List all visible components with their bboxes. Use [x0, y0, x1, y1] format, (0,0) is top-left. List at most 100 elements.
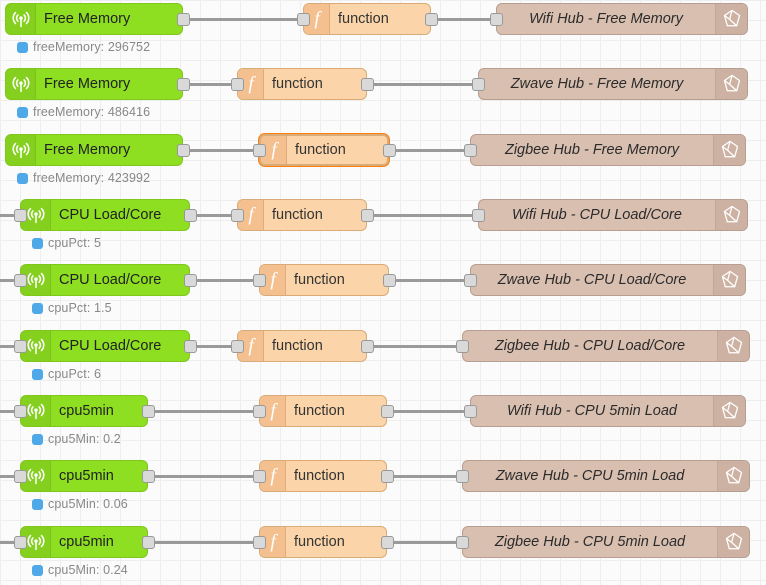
function-input-port[interactable]: [253, 536, 266, 549]
node-output-port[interactable]: [184, 209, 197, 222]
sink-input-port[interactable]: [464, 274, 477, 287]
function-input-port[interactable]: [297, 13, 310, 26]
node-status: freeMemory: 486416: [17, 105, 150, 119]
wire-source-to-function[interactable]: [190, 345, 237, 348]
function-output-port[interactable]: [383, 144, 396, 157]
node-input-port[interactable]: [14, 209, 27, 222]
svg-text:f: f: [271, 140, 279, 161]
function-input-port[interactable]: [253, 144, 266, 157]
wire-source-to-function[interactable]: [148, 541, 259, 544]
source-node[interactable]: CPU Load/Core: [20, 264, 190, 296]
wire-source-to-function[interactable]: [148, 475, 259, 478]
sink-node[interactable]: Wifi Hub - Free Memory: [496, 3, 748, 35]
node-input-port[interactable]: [14, 274, 27, 287]
source-node[interactable]: Free Memory: [5, 3, 183, 35]
source-node[interactable]: CPU Load/Core: [20, 330, 190, 362]
node-output-port[interactable]: [177, 78, 190, 91]
sink-node[interactable]: Zigbee Hub - CPU Load/Core: [462, 330, 750, 362]
function-output-port[interactable]: [361, 340, 374, 353]
source-node[interactable]: Free Memory: [5, 68, 183, 100]
node-input-port[interactable]: [14, 536, 27, 549]
function-output-port[interactable]: [381, 536, 394, 549]
wire-incoming[interactable]: [0, 345, 20, 348]
function-input-port[interactable]: [231, 78, 244, 91]
sink-node[interactable]: Zwave Hub - Free Memory: [478, 68, 748, 100]
sink-node[interactable]: Wifi Hub - CPU Load/Core: [478, 199, 748, 231]
status-dot-icon: [17, 172, 28, 184]
wire-function-to-sink[interactable]: [367, 83, 478, 86]
sink-input-port[interactable]: [490, 13, 503, 26]
function-node-label: function: [294, 468, 345, 484]
node-output-port[interactable]: [184, 274, 197, 287]
source-node[interactable]: Free Memory: [5, 134, 183, 166]
wire-source-to-function[interactable]: [183, 18, 303, 21]
wire-incoming[interactable]: [0, 541, 20, 544]
sink-node[interactable]: Zwave Hub - CPU Load/Core: [470, 264, 746, 296]
wire-function-to-sink[interactable]: [367, 214, 478, 217]
wire-function-to-sink[interactable]: [387, 410, 470, 413]
polygon-sphere-icon: [713, 265, 745, 295]
wire-incoming[interactable]: [0, 410, 20, 413]
source-node[interactable]: cpu5min: [20, 460, 148, 492]
function-output-port[interactable]: [383, 274, 396, 287]
wire-source-to-function[interactable]: [183, 149, 259, 152]
node-output-port[interactable]: [142, 405, 155, 418]
sink-node[interactable]: Zigbee Hub - CPU 5min Load: [462, 526, 750, 558]
wire-incoming[interactable]: [0, 214, 20, 217]
wire-function-to-sink[interactable]: [387, 475, 462, 478]
sink-input-port[interactable]: [464, 405, 477, 418]
node-input-port[interactable]: [14, 340, 27, 353]
node-output-port[interactable]: [177, 144, 190, 157]
wire-incoming[interactable]: [0, 475, 20, 478]
wire-source-to-function[interactable]: [148, 410, 259, 413]
node-input-port[interactable]: [14, 470, 27, 483]
sink-node[interactable]: Zwave Hub - CPU 5min Load: [462, 460, 750, 492]
node-input-port[interactable]: [14, 405, 27, 418]
node-output-port[interactable]: [177, 13, 190, 26]
function-input-port[interactable]: [231, 340, 244, 353]
function-input-port[interactable]: [231, 209, 244, 222]
node-output-port[interactable]: [142, 536, 155, 549]
sink-input-port[interactable]: [456, 470, 469, 483]
sink-input-port[interactable]: [456, 536, 469, 549]
source-node[interactable]: cpu5min: [20, 526, 148, 558]
sink-node[interactable]: Zigbee Hub - Free Memory: [470, 134, 746, 166]
wire-function-to-sink[interactable]: [431, 18, 496, 21]
wire-source-to-function[interactable]: [190, 214, 237, 217]
sink-input-port[interactable]: [472, 78, 485, 91]
wire-source-to-function[interactable]: [190, 279, 259, 282]
wire-function-to-sink[interactable]: [389, 149, 470, 152]
function-output-port[interactable]: [361, 78, 374, 91]
function-input-port[interactable]: [253, 470, 266, 483]
node-status: freeMemory: 296752: [17, 40, 150, 54]
sink-input-port[interactable]: [464, 144, 477, 157]
node-output-port[interactable]: [142, 470, 155, 483]
source-node[interactable]: cpu5min: [20, 395, 148, 427]
sink-input-port[interactable]: [456, 340, 469, 353]
sink-node[interactable]: Wifi Hub - CPU 5min Load: [470, 395, 746, 427]
wire-incoming[interactable]: [0, 279, 20, 282]
function-input-port[interactable]: [253, 274, 266, 287]
wire-function-to-sink[interactable]: [389, 279, 470, 282]
function-input-port[interactable]: [253, 405, 266, 418]
function-output-port[interactable]: [381, 405, 394, 418]
node-output-port[interactable]: [184, 340, 197, 353]
wire-function-to-sink[interactable]: [387, 541, 462, 544]
function-output-port[interactable]: [425, 13, 438, 26]
function-output-port[interactable]: [381, 470, 394, 483]
wire-source-to-function[interactable]: [183, 83, 237, 86]
sink-input-port[interactable]: [472, 209, 485, 222]
function-output-port[interactable]: [361, 209, 374, 222]
source-node[interactable]: CPU Load/Core: [20, 199, 190, 231]
wire-function-to-sink[interactable]: [367, 345, 462, 348]
